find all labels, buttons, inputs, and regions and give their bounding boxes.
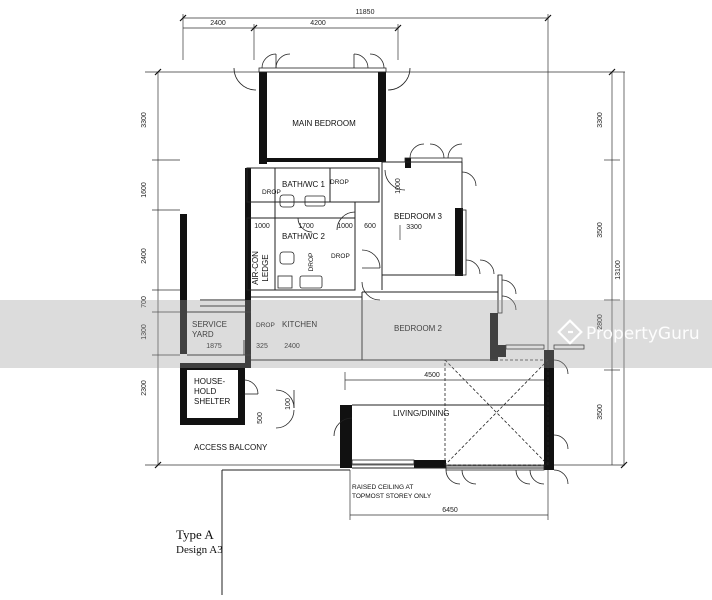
dim-bedroom2-width: 4500 [424,372,440,379]
dim-right-4: 3500 [597,404,604,420]
label-service-yard-1: SERVICE [192,320,227,329]
windows [258,67,585,471]
dim-bath-4: 600 [364,223,376,230]
label-living-dining: LIVING/DINING [393,409,449,418]
label-bath-2: BATH/WC 2 [282,232,326,241]
fixtures [277,194,326,289]
label-bedroom-2: BEDROOM 2 [394,324,443,333]
raised-ceiling-area [444,359,549,466]
label-drop-3: DROP [331,253,350,260]
label-bedroom-3: BEDROOM 3 [394,212,443,221]
watermark-text: PropertyGuru [586,324,700,344]
label-shelter-2: HOLD [194,387,216,396]
label-shelter-3: SHELTER [194,397,231,406]
dim-living-width: 6450 [442,507,458,514]
dim-bath-3: 1000 [337,223,353,230]
dim-bedroom3-width: 3300 [406,224,422,231]
dim-left-5: 1300 [141,324,148,340]
label-shelter-1: HOUSE- [194,377,225,386]
dim-bath-1: 1000 [254,223,270,230]
label-drop-4: DROP [308,253,315,272]
dim-top-mid: 4200 [310,20,326,27]
label-service-yard-2: YARD [192,330,214,339]
label-bath-1: BATH/WC 1 [282,180,326,189]
dim-yard-width: 1875 [206,343,222,350]
dim-left-1: 3300 [141,112,148,128]
dim-right-total: 13100 [615,260,622,280]
dim-bath-2: 1700 [298,223,314,230]
dim-left-6: 2300 [141,380,148,396]
label-drop-5: DROP [256,322,275,329]
walls [180,72,554,470]
dim-right-2: 3500 [597,222,604,238]
dim-shelter-b: 100 [285,398,292,410]
watermark: PropertyGuru [0,300,712,368]
label-raised-ceiling-1: RAISED CEILING AT [352,484,413,491]
label-drop-2: DROP [262,189,281,196]
caption-type: Type A [176,527,214,542]
dimension-ticks [154,14,628,469]
label-aircon-2: LEDGE [261,254,270,281]
propertyguru-logo-icon [557,319,583,345]
label-access-balcony: ACCESS BALCONY [194,443,268,452]
dim-right-3: 2800 [597,314,604,330]
dim-left-2: 1600 [141,182,148,198]
dim-kitchen-a: 325 [256,343,268,350]
dim-top-left: 2400 [210,20,226,27]
label-kitchen: KITCHEN [282,320,317,329]
label-main-bedroom: MAIN BEDROOM [292,119,356,128]
dim-left-3: 2400 [141,248,148,264]
dim-overall-width: 11850 [356,9,375,16]
dim-right-1: 3300 [597,112,604,128]
door-swings [233,53,569,485]
dim-kitchen-b: 2400 [284,343,300,350]
label-raised-ceiling-2: TOPMOST STOREY ONLY [352,493,432,500]
dim-left-4: 700 [141,296,148,308]
dim-shelter-a: 500 [257,412,264,424]
caption-design: Design A3 [176,544,223,556]
label-drop-1: DROP [330,179,349,186]
room-outlines [187,161,544,595]
label-aircon-1: AIR-CON [251,251,260,285]
dimension-lines [145,14,625,520]
dim-bedroom3-small: 1000 [395,178,402,194]
